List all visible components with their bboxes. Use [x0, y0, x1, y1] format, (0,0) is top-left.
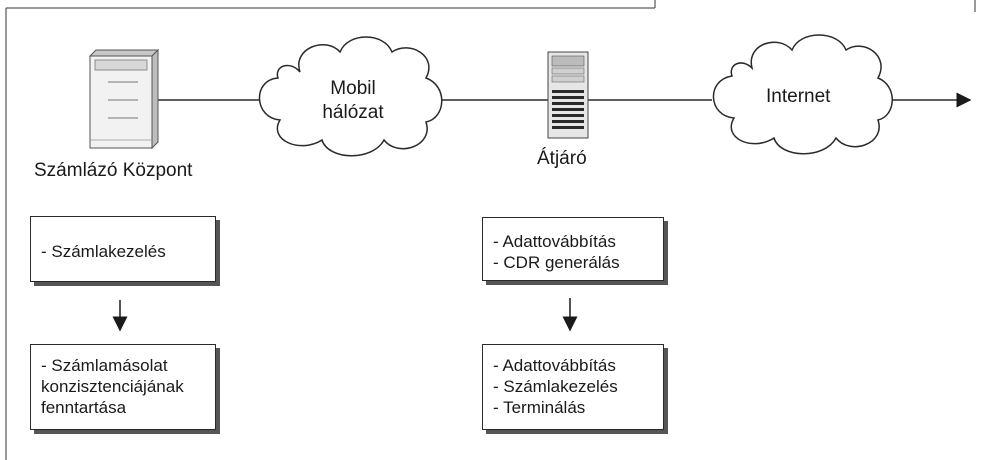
- mobile-network-label: Mobil hálózat: [313, 77, 393, 125]
- gateway-function-box: - Adattovábbítás - CDR generálás: [482, 217, 664, 281]
- billing-replica-line-2: konzisztenciájának: [41, 377, 184, 396]
- server-icon: [88, 48, 160, 150]
- gateway-extended-line-1: - Adattovábbítás: [493, 356, 616, 375]
- gateway-function-line-1: - Adattovábbítás: [493, 232, 616, 251]
- billing-replica-line-1: - Számlamásolat: [41, 356, 168, 375]
- billing-function-line-1: - Számlakezelés: [41, 242, 166, 261]
- cloud-icon-mobile: [258, 36, 443, 157]
- server-tower-icon: [547, 51, 589, 139]
- billing-center-label: Számlázó Központ: [34, 160, 193, 181]
- billing-function-box: - Számlakezelés: [30, 216, 216, 282]
- gateway-extended-line-2: - Számlakezelés: [493, 377, 618, 396]
- mobile-network-label-line-1: Mobil: [330, 78, 376, 99]
- cloud-icon-internet: [712, 34, 893, 155]
- billing-replica-line-3: fenntartása: [41, 398, 127, 417]
- gateway-label: Átjáró: [537, 148, 587, 169]
- gateway-function-line-2: - CDR generálás: [493, 253, 620, 272]
- mobile-network-label-line-2: hálózat: [322, 102, 384, 123]
- gateway-extended-line-3: - Terminálás: [493, 398, 586, 417]
- billing-replica-box: - Számlamásolat konzisztenciájának fennt…: [30, 344, 216, 430]
- gateway-extended-box: - Adattovábbítás - Számlakezelés - Termi…: [482, 344, 664, 430]
- internet-label: Internet: [766, 86, 831, 107]
